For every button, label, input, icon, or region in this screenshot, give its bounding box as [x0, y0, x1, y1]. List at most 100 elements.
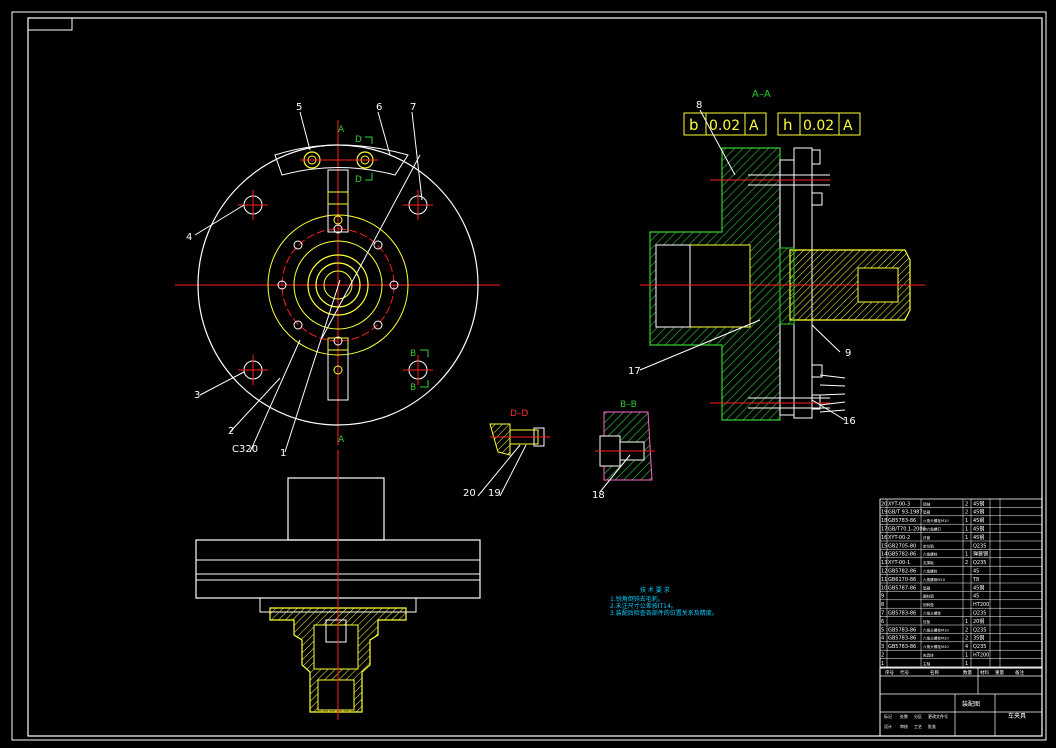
parts-cell-no: 11 — [881, 577, 887, 583]
parts-cell-mat: Q235 — [973, 644, 986, 650]
parts-cell-name: 六角头螺栓M20 — [923, 636, 949, 641]
parts-cell-no: 6 — [881, 619, 884, 625]
tb-school: 车夹具 — [1008, 712, 1026, 720]
tech-note-1: 1.锐角倒钝去毛刺。 — [610, 595, 664, 603]
parts-cell-mat: 弹簧钢 — [973, 551, 988, 558]
parts-cell-no: 9 — [881, 594, 884, 600]
corner-box — [27, 17, 73, 31]
parts-cell-mat: 45 — [973, 569, 979, 575]
clamp-arc — [274, 144, 409, 176]
parts-cell-mat: T8 — [972, 577, 979, 583]
parts-cell-mat: HT200 — [973, 602, 989, 608]
parts-cell-code: XYT-00-2 — [888, 535, 910, 541]
parts-cell-code: GB2705-80 — [888, 543, 916, 549]
parts-cell-no: 1 — [881, 661, 884, 667]
tb-bot-4: 批准 — [928, 723, 936, 729]
parts-cell-qty: 1 — [965, 518, 968, 524]
parts-cell-mat: 35钢 — [973, 635, 984, 642]
parts-cell-name: 内六角螺钉 — [923, 527, 941, 532]
parts-cell-name: 六角头螺栓M10 — [923, 627, 949, 632]
parts-cell-name: 衬套 — [923, 535, 931, 540]
parts-cell-name: 垫圈 — [923, 585, 931, 590]
parts-cell-code: GB5783-86 — [888, 518, 916, 524]
parts-cell-code: XYT-00-3 — [888, 501, 910, 507]
tb-bot-3: 工艺 — [914, 724, 922, 729]
parts-cell-name: 定位销 — [923, 543, 934, 548]
parts-cell-mat: Q235 — [973, 560, 986, 566]
parts-cell-mat: 45钢 — [973, 517, 984, 524]
section-aa-title: A–A — [752, 89, 771, 100]
detail-bb-title: B–B — [620, 400, 637, 410]
parts-cell-qty: 2 — [965, 510, 968, 516]
tb-bot-2: 审核 — [900, 723, 908, 729]
parts-cell-mat: 45 — [973, 594, 979, 600]
parts-cell-code: GB5783-86 — [888, 627, 916, 633]
parts-cell-code: GB/T 93-1987 — [888, 510, 923, 516]
parts-cell-no: 20 — [881, 501, 887, 507]
parts-cell-no: 12 — [881, 569, 887, 575]
parts-cell-no: 3 — [881, 644, 884, 650]
parts-cell-name: 圆柱销 — [923, 594, 934, 599]
callout-18: 18 — [592, 490, 605, 501]
inner-frame — [27, 17, 1043, 737]
parts-cell-name: 回转盘 — [923, 602, 934, 607]
parts-cell-code: GB5783-86 — [888, 636, 916, 642]
tb-h-mat: 材料 — [980, 669, 989, 676]
parts-cell-name: 主轴 — [923, 661, 931, 666]
parts-cell-no: 4 — [881, 636, 884, 642]
tb-row-3: 分区 — [914, 713, 922, 719]
parts-cell-mat: 45钢 — [973, 526, 984, 533]
callout-6: 6 — [376, 102, 382, 113]
section-a-bottom: A — [338, 435, 345, 445]
front-view: 5 6 7 4 3 2 C320 1 A A D D B B — [175, 102, 500, 459]
parts-cell-code: GB5782-86 — [888, 569, 916, 575]
callout-19: 19 — [488, 488, 501, 499]
parts-cell-code: GB5783-86 — [888, 644, 916, 650]
section-b-bottom: B — [410, 383, 416, 393]
parts-cell-no: 14 — [881, 552, 887, 558]
tol-left-value: 0.02 — [709, 118, 740, 134]
parts-cell-mat: 45钢 — [973, 534, 984, 541]
parts-cell-mat: 45钢 — [973, 509, 984, 516]
parts-cell-name: 六角螺母M10 — [923, 577, 946, 582]
parts-cell-mat: 20钢 — [973, 618, 984, 625]
callout-7: 7 — [410, 102, 416, 113]
parts-cell-name: 六角螺栓 — [923, 569, 938, 574]
parts-cell-name: 六角头螺栓M10 — [923, 518, 949, 523]
parts-cell-no: 7 — [881, 611, 884, 617]
tb-h-code: 代号 — [900, 669, 909, 676]
parts-cell-qty: 1 — [965, 527, 968, 533]
parts-cell-qty: 1 — [965, 552, 968, 558]
parts-cell-code: GB5783-86 — [888, 611, 916, 617]
parts-cell-no: 15 — [881, 543, 887, 549]
tb-row-4: 更改文件号 — [928, 713, 948, 719]
parts-cell-mat: 45钢 — [973, 500, 984, 507]
tol-left-datum: A — [749, 118, 759, 134]
tol-left-symbol: b — [689, 116, 699, 134]
parts-cell-code: GB5782-86 — [888, 552, 916, 558]
parts-cell-name: 垫圈 — [923, 510, 931, 515]
section-a-top: A — [338, 125, 345, 135]
parts-cell-qty: 2 — [965, 560, 968, 566]
parts-cell-name: 六角头螺栓 — [923, 611, 941, 616]
parts-cell-qty: 1 — [965, 661, 968, 667]
parts-cell-name: 压板 — [923, 619, 931, 624]
parts-cell-name: 六角头螺栓M20 — [923, 644, 949, 649]
tech-notes-title: 技 术 要 求 — [640, 586, 670, 594]
title-block: 序号 代号 名称 数量 材料 重量 备注 装配图 车夹具 标记 处数 分区 更改… — [879, 667, 1043, 737]
callout-chamfer: C320 — [232, 444, 258, 455]
section-b-top: B — [410, 349, 416, 359]
callout-5: 5 — [296, 102, 302, 113]
parts-cell-mat: Q235 — [973, 543, 986, 549]
